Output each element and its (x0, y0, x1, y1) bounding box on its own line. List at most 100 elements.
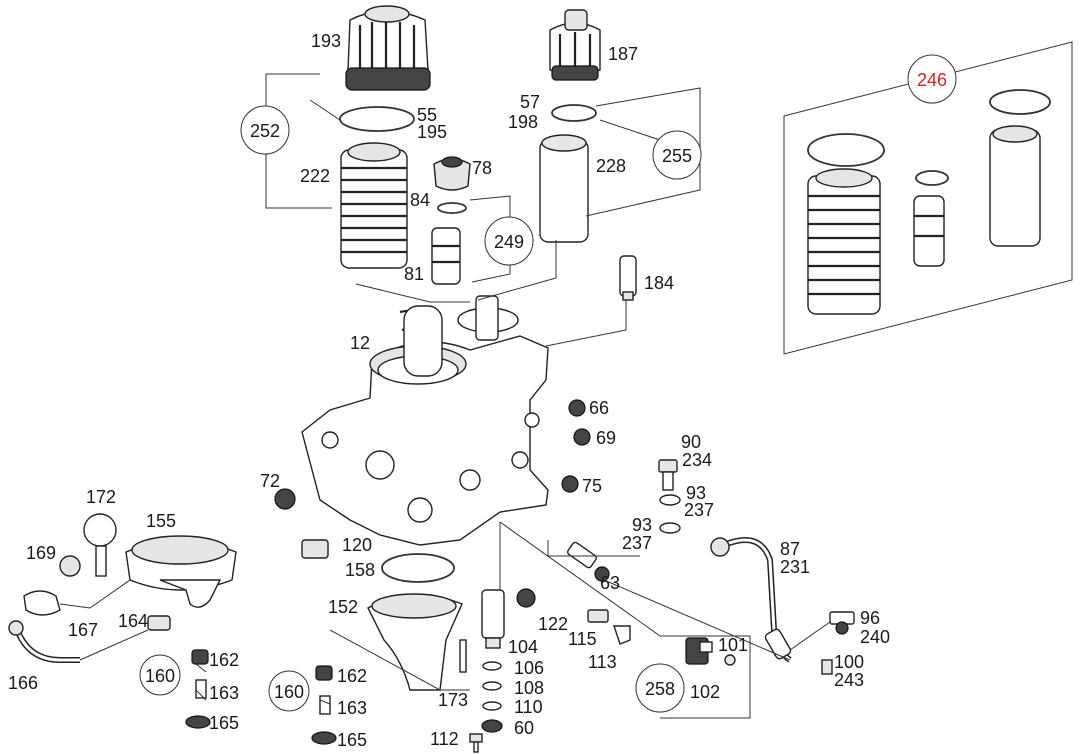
part-155-housing-cover (125, 535, 237, 608)
label-165-b: 165 (337, 730, 367, 750)
label-87: 87 (780, 539, 800, 559)
label-112: 112 (430, 729, 459, 749)
part-173-bolt (459, 639, 467, 673)
label-12: 12 (350, 333, 370, 353)
part-labels: 193 187 55 195 57 198 78 228 222 84 81 1… (8, 31, 890, 750)
part-162-163-165-group-a (185, 649, 211, 729)
label-184: 184 (644, 273, 674, 293)
part-104-sensor (481, 589, 505, 649)
label-231: 231 (780, 557, 810, 577)
part-115-fitting (587, 609, 609, 623)
svg-text:160: 160 (274, 682, 304, 702)
label-222: 222 (300, 166, 330, 186)
label-84: 84 (410, 190, 430, 210)
label-93-a: 93 (686, 483, 706, 503)
label-81: 81 (404, 264, 424, 284)
part-100-bolt (821, 659, 833, 675)
leader-lines (59, 73, 831, 719)
part-187-cap (549, 9, 601, 81)
label-166: 166 (8, 673, 38, 693)
label-66: 66 (589, 398, 609, 418)
label-75: 75 (582, 476, 602, 496)
label-69: 69 (596, 428, 616, 448)
label-165-a: 165 (209, 713, 239, 733)
label-193: 193 (311, 31, 341, 51)
label-169: 169 (26, 543, 56, 563)
label-152: 152 (328, 597, 358, 617)
label-55: 55 (417, 105, 437, 125)
part-166-pipe (8, 620, 80, 663)
part-81-strainer (431, 227, 461, 285)
part-108-washer (482, 681, 502, 691)
label-234: 234 (682, 450, 712, 470)
callout-246: 246 (907, 54, 957, 104)
part-113-elbow (613, 625, 631, 645)
svg-text:249: 249 (494, 232, 524, 252)
callout-258: 258 (635, 663, 685, 713)
label-102: 102 (690, 682, 720, 702)
kit-246-box (783, 41, 1073, 355)
label-155: 155 (146, 511, 176, 531)
part-164-fitting (147, 615, 171, 631)
part-101-bolt (724, 654, 736, 666)
label-167: 167 (68, 620, 98, 640)
label-172: 172 (86, 487, 116, 507)
part-63-bolt (566, 541, 610, 582)
part-222-filter-element (340, 142, 408, 269)
label-93-b: 93 (632, 515, 652, 535)
label-110: 110 (514, 697, 543, 717)
label-115: 115 (568, 629, 597, 649)
label-90: 90 (681, 432, 701, 452)
part-228-filter-cartridge (539, 134, 589, 243)
part-102-sensor (685, 637, 713, 665)
label-162-b: 162 (337, 666, 367, 686)
part-112-bolt (469, 733, 483, 753)
label-163-b: 163 (337, 698, 367, 718)
svg-text:255: 255 (662, 146, 692, 166)
part-152-cover (367, 593, 463, 691)
part-120-plug (301, 539, 329, 559)
part-110-washer (482, 701, 502, 711)
part-75-plug (561, 475, 579, 493)
part-60-plug (481, 719, 503, 733)
callout-160-b: 160 (268, 670, 310, 712)
part-66-plug (568, 399, 586, 417)
svg-text:252: 252 (250, 121, 280, 141)
label-228: 228 (596, 156, 626, 176)
part-69-plug (573, 428, 591, 446)
label-187: 187 (608, 44, 638, 64)
label-195: 195 (417, 122, 447, 142)
label-162-a: 162 (209, 650, 239, 670)
part-184-pin (619, 255, 637, 301)
label-164: 164 (118, 611, 148, 631)
label-240: 240 (860, 627, 890, 647)
part-90-plug-bolt (658, 459, 678, 491)
callout-255: 255 (652, 130, 702, 180)
label-100: 100 (834, 652, 864, 672)
part-12-housing (301, 295, 549, 546)
part-106-washer (482, 661, 502, 671)
part-57-seal-ring (551, 104, 597, 122)
label-237-b: 237 (622, 533, 652, 553)
part-158-gasket (381, 553, 455, 583)
part-78-screw-plug (433, 156, 471, 191)
label-101: 101 (718, 635, 748, 655)
svg-text:246: 246 (917, 70, 947, 90)
part-172-handle (83, 513, 117, 577)
part-193-filter-cap (345, 5, 431, 91)
part-96-bolt (829, 611, 855, 635)
label-173: 173 (438, 690, 468, 710)
label-113: 113 (588, 652, 617, 672)
part-93-washer-b (659, 522, 681, 534)
label-78: 78 (472, 158, 492, 178)
label-122: 122 (538, 614, 568, 634)
label-72: 72 (260, 471, 280, 491)
label-60: 60 (514, 718, 534, 738)
label-96: 96 (860, 608, 880, 628)
label-198: 198 (508, 112, 538, 132)
svg-text:160: 160 (145, 666, 175, 686)
part-93-washer-a (659, 494, 681, 506)
label-163-a: 163 (209, 683, 239, 703)
label-63: 63 (600, 573, 620, 593)
part-162-163-165-group-b (311, 665, 337, 745)
